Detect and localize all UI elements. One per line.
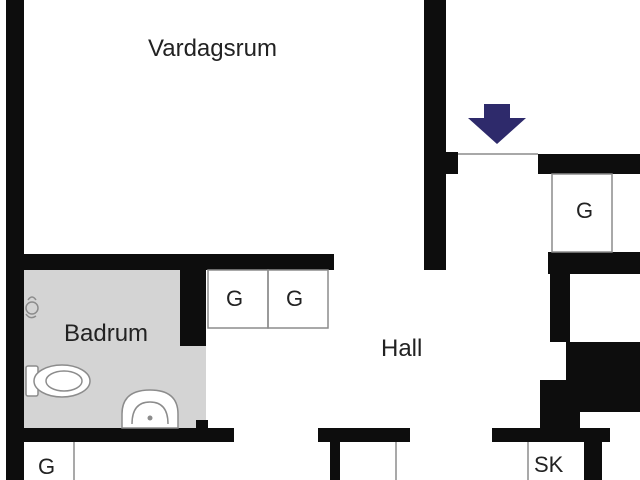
entrance-arrow-icon: [468, 104, 526, 144]
bathroom-floor: [24, 270, 206, 430]
wardrobe-marker-hall-1: G: [226, 286, 244, 311]
wall-entry-right: [538, 154, 640, 174]
wall-bottom-mid: [318, 428, 410, 442]
room-label-hall: Hall: [381, 335, 423, 362]
fan-icon: [25, 296, 39, 319]
wardrobe-outline-entry: [551, 173, 613, 253]
wardrobe-outline-2: [267, 269, 329, 329]
toilet-icon: [25, 364, 91, 398]
wall-bottom-mid-post: [330, 442, 340, 480]
wall-right-block-step: [540, 380, 580, 430]
wardrobe-marker-hall-2: G: [286, 286, 304, 311]
linen-closet-marker: SK: [534, 452, 564, 477]
wall-left-outer: [6, 0, 24, 480]
wall-living-bottom: [24, 254, 334, 270]
closet-outlines: [73, 153, 613, 480]
walls: [6, 0, 640, 480]
wall-right-upper: [548, 252, 640, 274]
wall-right-vertical: [550, 274, 570, 342]
wardrobe-marker-entry: G: [576, 198, 594, 223]
sink-icon: [121, 389, 179, 429]
wall-bottom-right: [492, 428, 610, 442]
wall-right-post: [584, 442, 602, 480]
wall-bath-bottom: [24, 428, 234, 442]
room-label-living-room: Vardagsrum: [148, 35, 277, 62]
wall-center-column: [424, 0, 446, 270]
wardrobe-marker-bottom-left: G: [38, 454, 56, 479]
wall-bath-hall-upper: [180, 270, 206, 346]
room-label-bathroom: Badrum: [64, 320, 149, 347]
wall-center-inner: [446, 152, 458, 174]
